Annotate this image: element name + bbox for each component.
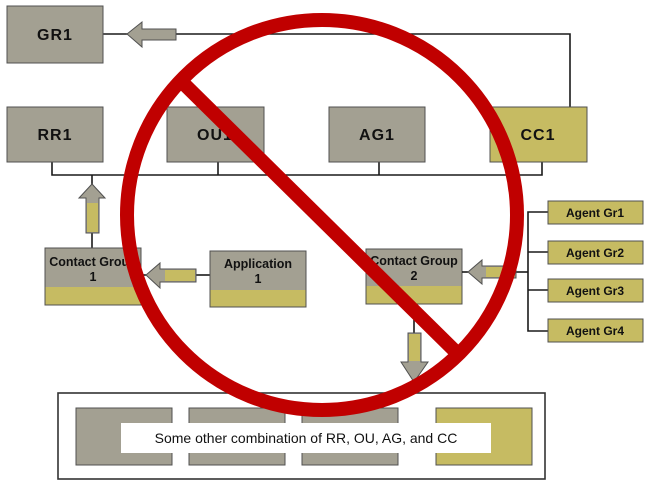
arrow-left-to-gr1 xyxy=(126,20,177,49)
agent-gr1-label: Agent Gr1 xyxy=(566,206,624,220)
node-agent-gr4[interactable]: Agent Gr4 xyxy=(547,318,644,343)
arrow-left-cg1-fill xyxy=(165,270,195,281)
node-agent-gr1[interactable]: Agent Gr1 xyxy=(547,200,644,225)
prohibition-sign xyxy=(120,13,524,417)
agent-gr2-label: Agent Gr2 xyxy=(566,246,624,260)
top-bus xyxy=(51,162,543,176)
agent-tree-trunk xyxy=(527,211,548,332)
node-rr1-label: RR1 xyxy=(37,127,72,144)
node-rr1[interactable]: RR1 xyxy=(6,106,104,163)
node-gr1[interactable]: GR1 xyxy=(6,5,104,64)
app1-label-line1: Application xyxy=(224,257,292,271)
prohibition-circle xyxy=(120,13,524,417)
node-agent-gr2[interactable]: Agent Gr2 xyxy=(547,240,644,265)
prohibition-slash xyxy=(175,75,465,361)
combination-label: Some other combination of RR, OU, AG, an… xyxy=(155,430,458,446)
node-cc1-label: CC1 xyxy=(520,127,555,144)
cg1-label-line2: 1 xyxy=(90,270,97,284)
cg1-label-line1: Contact Group xyxy=(49,255,137,269)
agent-gr4-label: Agent Gr4 xyxy=(566,324,624,338)
agent-gr3-label: Agent Gr3 xyxy=(566,284,624,298)
arrow-left-cg2-fill xyxy=(486,267,515,277)
arrow-up-fill xyxy=(87,203,98,232)
combination-label-bg xyxy=(121,423,491,453)
node-agent-gr3[interactable]: Agent Gr3 xyxy=(547,278,644,303)
app1-label-line2: 1 xyxy=(255,272,262,286)
arrow-down-fill xyxy=(409,334,420,361)
node-ag1[interactable]: AG1 xyxy=(328,106,426,163)
cg2-label-line2: 2 xyxy=(411,269,418,283)
node-ag1-label: AG1 xyxy=(359,127,395,144)
combination-box: Some other combination of RR, OU, AG, an… xyxy=(57,392,546,480)
node-gr1-label: GR1 xyxy=(37,27,73,44)
cg2-label-line1: Contact Group xyxy=(370,254,458,268)
node-application-1[interactable]: Application 1 xyxy=(209,250,307,308)
